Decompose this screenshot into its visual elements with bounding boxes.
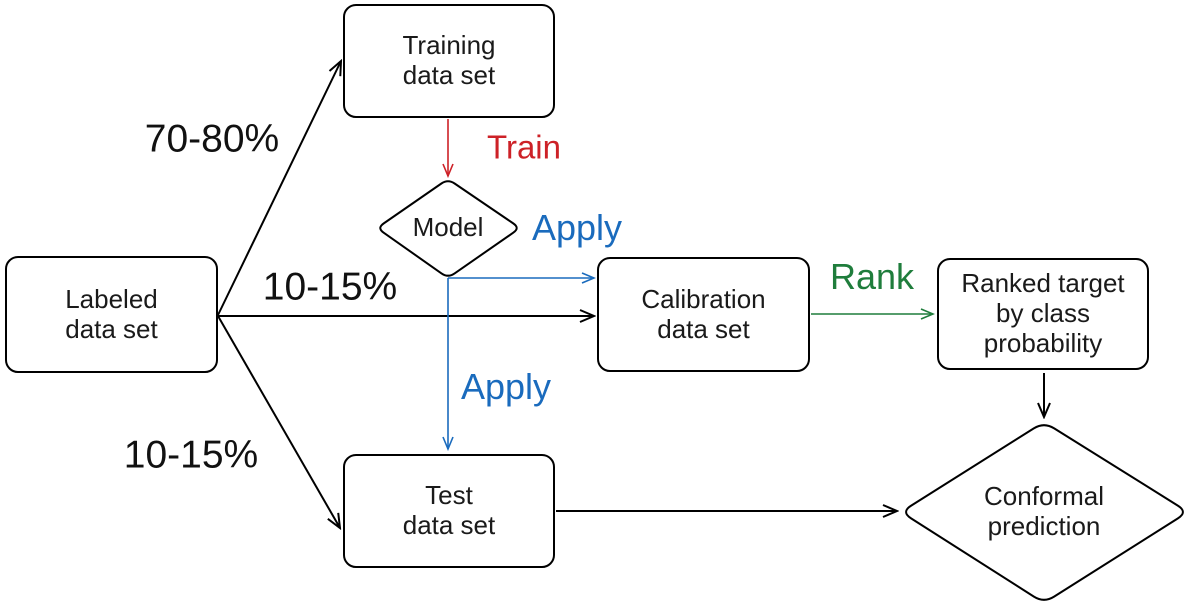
node-model-label: Model	[412, 212, 484, 243]
node-test-data-set: Test data set	[343, 454, 555, 568]
node-calibration-data-set: Calibration data set	[597, 257, 810, 372]
node-labeled-data-set: Labeled data set	[5, 256, 218, 373]
edge-label-rank: Rank	[829, 256, 915, 297]
edge-label-split-calibration: 10-15%	[262, 265, 398, 309]
node-conformal-prediction-label: Conformal prediction	[984, 481, 1104, 541]
edge-labeled-to-test	[217, 315, 340, 528]
edge-label-split-training: 70-80%	[144, 117, 280, 161]
conformal-diamond-shape	[905, 424, 1184, 601]
model-diamond-shape	[379, 180, 518, 277]
edge-labeled-to-training	[217, 61, 341, 316]
node-ranked-target: Ranked target by class probability	[937, 258, 1149, 370]
edge-label-train: Train	[487, 128, 561, 166]
node-training-data-set: Training data set	[343, 4, 555, 118]
edge-label-split-test: 10-15%	[123, 433, 259, 477]
edge-label-apply-calibration: Apply	[531, 207, 623, 248]
edge-label-apply-test: Apply	[460, 366, 552, 407]
